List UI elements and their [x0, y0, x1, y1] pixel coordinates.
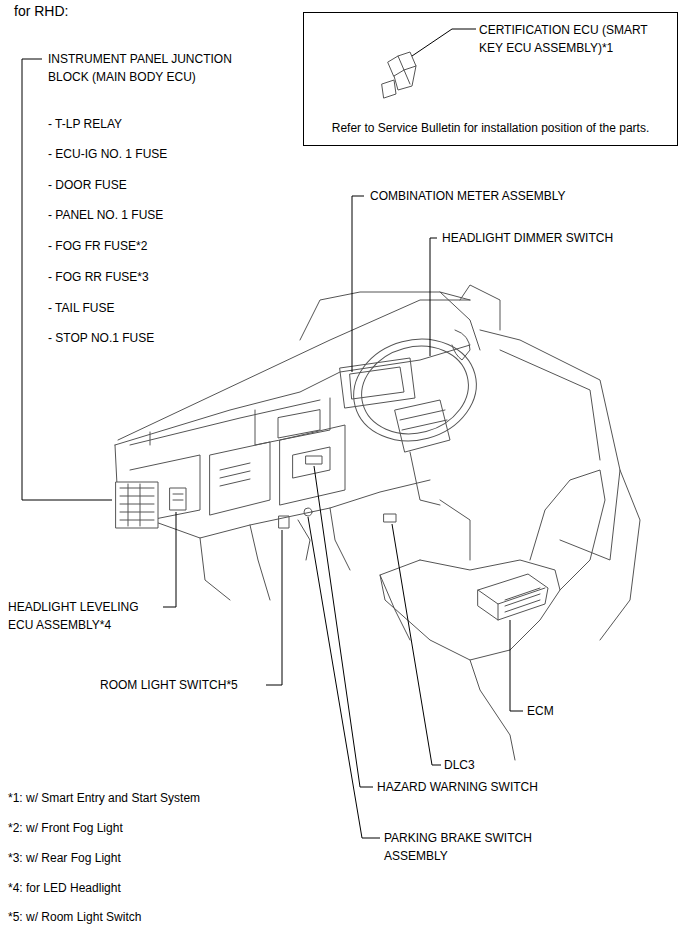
part-name: INSTRUMENT PANEL JUNCTION BLOCK (MAIN BO…: [48, 50, 263, 86]
fuse-name: - STOP NO.1 FUSE: [48, 329, 154, 347]
part-name: COMBINATION METER ASSEMBLY: [370, 187, 566, 205]
fuse-name: - ECU-IG NO. 1 FUSE: [48, 145, 167, 163]
part-name: ROOM LIGHT SWITCH*5: [100, 676, 238, 694]
fuse-name: - DOOR FUSE: [48, 176, 127, 194]
note-text: Refer to Service Bulletin for installati…: [332, 119, 650, 137]
footnote: *2: w/ Front Fog Light: [8, 819, 123, 837]
inset-panel: CERTIFICATION ECU (SMART KEY ECU ASSEMBL…: [303, 12, 678, 146]
relay-name: - T-LP RELAY: [48, 115, 122, 133]
fuse-name: - FOG RR FUSE*3: [48, 268, 149, 286]
fuse-name: - FOG FR FUSE*2: [48, 237, 147, 255]
part-name: CERTIFICATION ECU (SMART KEY ECU ASSEMBL…: [479, 21, 674, 57]
page-title: for RHD:: [14, 2, 68, 20]
part-name: HAZARD WARNING SWITCH: [377, 778, 538, 796]
fuse-name: - PANEL NO. 1 FUSE: [48, 206, 163, 224]
footnote: *1: w/ Smart Entry and Start System: [8, 789, 200, 807]
part-name: PARKING BRAKE SWITCH ASSEMBLY: [384, 829, 554, 865]
part-name: ECM: [527, 702, 554, 720]
fuse-name: - TAIL FUSE: [48, 299, 114, 317]
part-name: DLC3: [444, 756, 475, 774]
footnote: *3: w/ Rear Fog Light: [8, 849, 121, 867]
footnote: *4: for LED Headlight: [8, 879, 121, 897]
part-name: HEADLIGHT DIMMER SWITCH: [442, 229, 613, 247]
part-name: HEADLIGHT LEVELING ECU ASSEMBLY*4: [8, 598, 163, 634]
footnote: *5: w/ Room Light Switch: [8, 908, 141, 926]
